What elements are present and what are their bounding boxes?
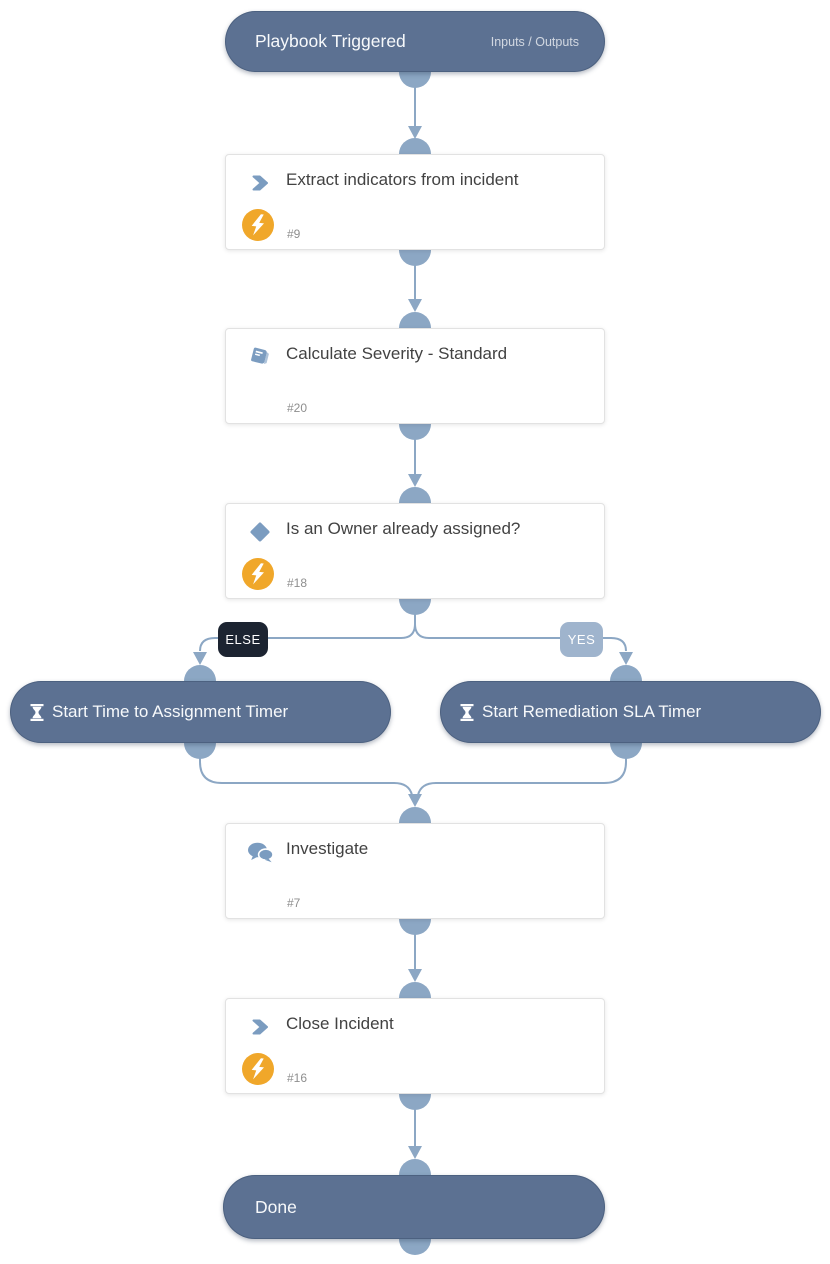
timer-node-remediation[interactable]: Start Remediation SLA Timer [440, 681, 821, 743]
task-title: Calculate Severity - Standard [286, 344, 508, 363]
inputs-outputs-link[interactable]: Inputs / Outputs [490, 34, 579, 49]
task-owner-condition[interactable]: Is an Owner already assigned? #18 [225, 503, 605, 599]
hourglass-icon [460, 703, 474, 721]
chat-bubbles-icon [241, 835, 279, 869]
task-extract-indicators[interactable]: Extract indicators from incident #9 [225, 154, 605, 250]
task-calculate-severity[interactable]: Calculate Severity - Standard #20 [225, 328, 605, 424]
start-node-playbook-triggered[interactable]: Playbook Triggered Inputs / Outputs [225, 11, 605, 72]
playbook-book-icon [241, 340, 279, 374]
task-title: Is an Owner already assigned? [286, 519, 521, 538]
chevron-right-icon [241, 1010, 279, 1044]
timer-node-title: Start Remediation SLA Timer [482, 702, 702, 721]
task-title: Investigate [286, 839, 369, 858]
start-node-title: Playbook Triggered [255, 31, 406, 51]
task-investigate[interactable]: Investigate #7 [225, 823, 605, 919]
task-id: #16 [287, 1071, 308, 1085]
timer-node-assignment[interactable]: Start Time to Assignment Timer [10, 681, 391, 743]
task-id: #7 [287, 896, 301, 910]
chevron-right-icon [241, 166, 279, 200]
end-node-title: Done [255, 1196, 297, 1217]
automation-bolt-icon [242, 558, 274, 590]
task-id: #9 [287, 227, 301, 241]
timer-node-title: Start Time to Assignment Timer [52, 702, 289, 721]
branch-label-else: ELSE [218, 622, 268, 657]
condition-diamond-icon [241, 515, 279, 549]
task-close-incident[interactable]: Close Incident #16 [225, 998, 605, 1094]
automation-bolt-icon [242, 1053, 274, 1085]
task-id: #20 [287, 401, 308, 415]
task-id: #18 [287, 576, 308, 590]
branch-label-yes: YES [560, 622, 603, 657]
end-node-done[interactable]: Done [223, 1175, 605, 1239]
task-title: Extract indicators from incident [286, 170, 519, 189]
automation-bolt-icon [242, 209, 274, 241]
task-title: Close Incident [286, 1014, 394, 1033]
hourglass-icon [30, 703, 44, 721]
